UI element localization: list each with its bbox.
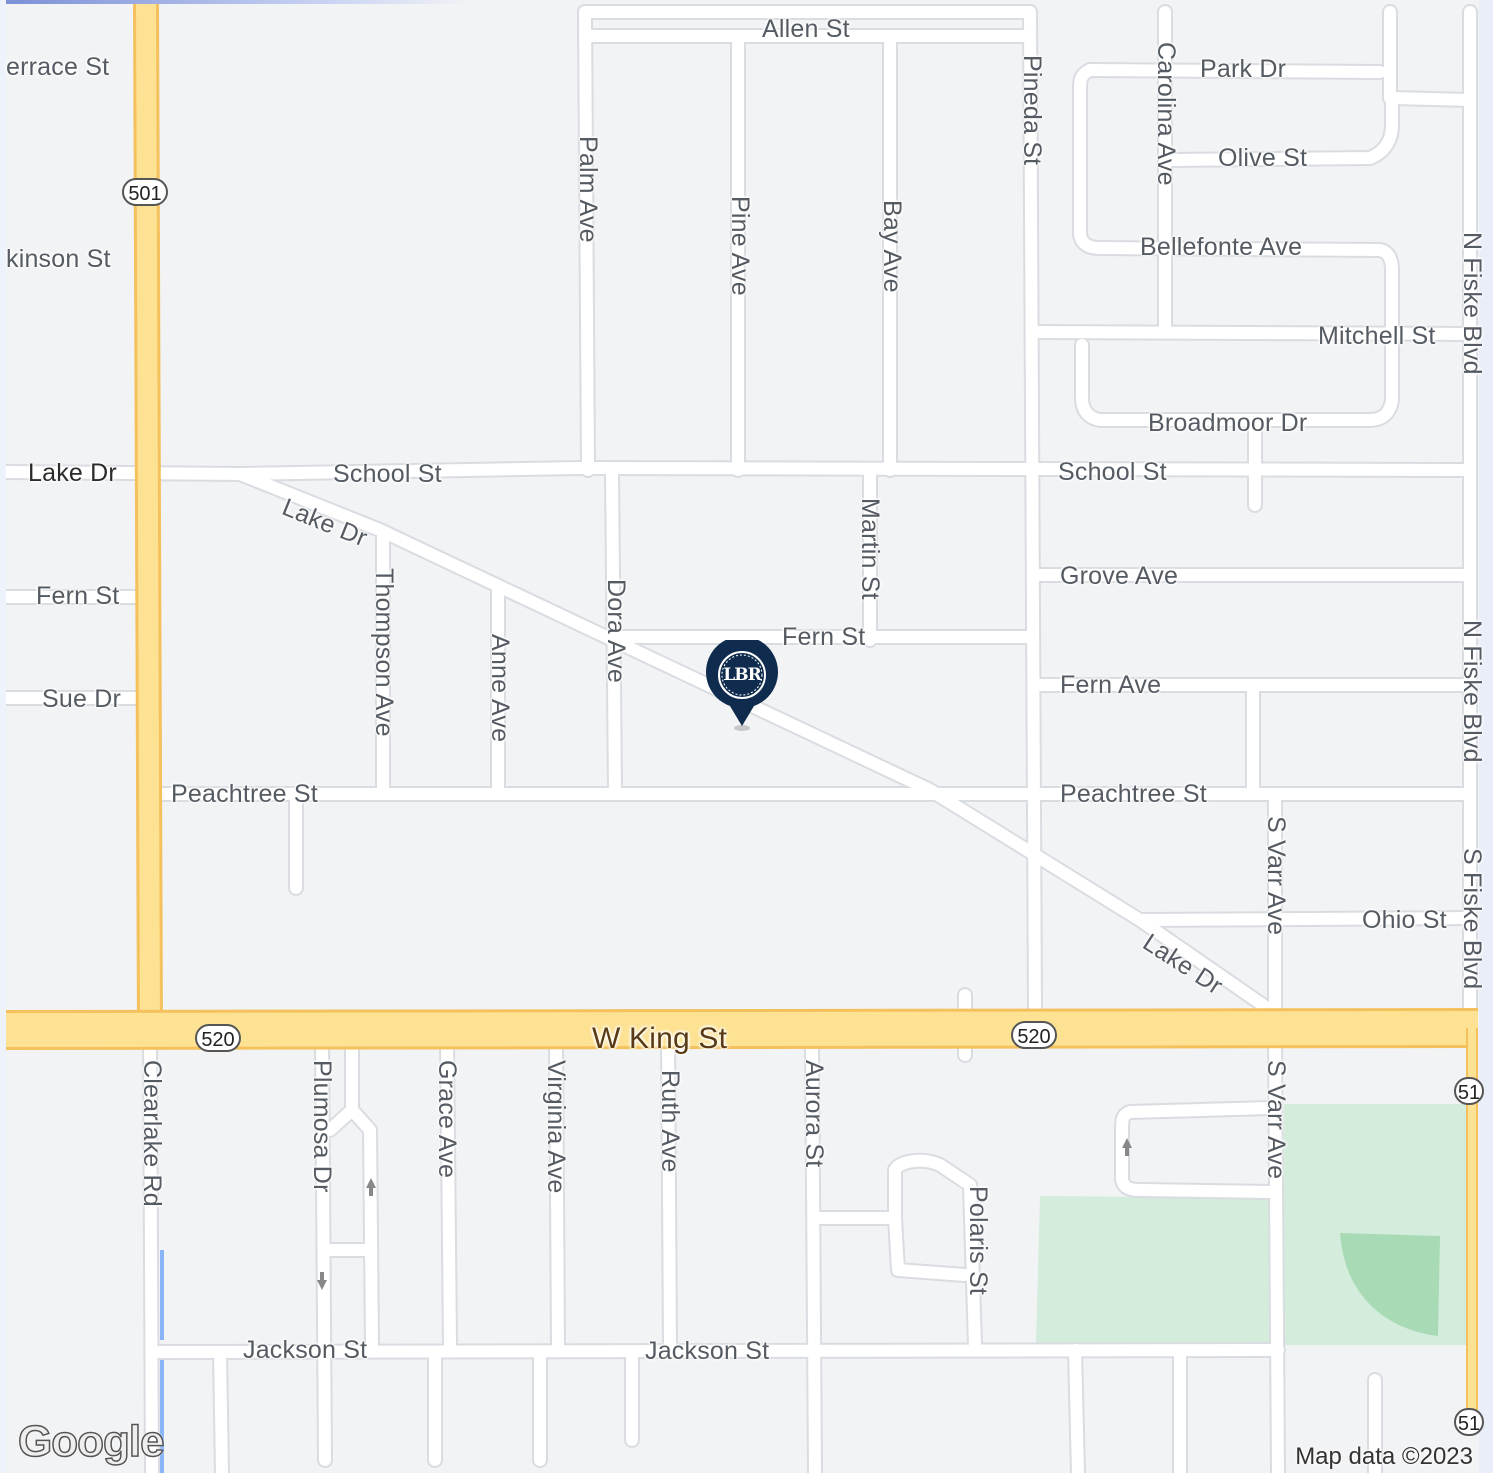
label-grace-ave: Grace Ave bbox=[433, 1060, 461, 1179]
label-n-fiske-blvd-top: N Fiske Blvd bbox=[1458, 232, 1486, 375]
route-shield-520-east: 520 bbox=[1011, 1021, 1057, 1049]
label-carolina-ave: Carolina Ave bbox=[1152, 42, 1180, 186]
label-n-fiske-blvd-mid: N Fiske Blvd bbox=[1458, 620, 1486, 763]
label-clearlake-rd: Clearlake Rd bbox=[138, 1060, 166, 1207]
park-areas bbox=[1036, 1104, 1478, 1345]
label-ruth-ave: Ruth Ave bbox=[656, 1070, 684, 1173]
label-school-st-east: School St bbox=[1058, 458, 1167, 486]
label-fern-st-mid: Fern St bbox=[782, 623, 866, 651]
label-dora-ave: Dora Ave bbox=[602, 579, 630, 683]
highways bbox=[5, 0, 1479, 1410]
label-fern-ave: Fern Ave bbox=[1060, 671, 1162, 699]
label-plumosa-dr: Plumosa Dr bbox=[308, 1060, 336, 1193]
label-kinson-st: kinson St bbox=[6, 245, 111, 273]
route-shield-51-top: 51 bbox=[1454, 1077, 1484, 1105]
label-palm-ave: Palm Ave bbox=[574, 136, 602, 243]
map-copyright[interactable]: Map data ©2023 bbox=[1295, 1443, 1473, 1470]
right-edge-frame bbox=[1479, 0, 1493, 1473]
label-broadmoor-dr: Broadmoor Dr bbox=[1148, 409, 1308, 437]
left-edge-frame bbox=[0, 0, 6, 1473]
label-lake-dr-west: Lake Dr bbox=[28, 459, 117, 487]
label-martin-st: Martin St bbox=[856, 498, 884, 600]
minor-roads bbox=[0, 4, 1478, 1473]
label-s-varr-ave-south: S Varr Ave bbox=[1262, 1060, 1290, 1180]
label-polaris-st: Polaris St bbox=[964, 1186, 992, 1295]
label-grove-ave: Grove Ave bbox=[1060, 562, 1179, 590]
top-edge-gradient bbox=[0, 0, 470, 4]
label-aurora-st: Aurora St bbox=[800, 1060, 828, 1168]
google-logo[interactable]: Google bbox=[17, 1416, 165, 1467]
label-ohio-st: Ohio St bbox=[1362, 906, 1447, 934]
label-w-king-st: W King St bbox=[592, 1022, 728, 1055]
pin-icon bbox=[706, 640, 778, 731]
label-jackson-st-west: Jackson St bbox=[243, 1336, 368, 1364]
label-s-fiske-blvd: S Fiske Blvd bbox=[1458, 848, 1486, 990]
label-s-varr-ave-north: S Varr Ave bbox=[1262, 816, 1290, 936]
one-way-arrows bbox=[317, 1138, 1132, 1290]
label-sue-dr: Sue Dr bbox=[42, 685, 122, 713]
label-peachtree-st-west: Peachtree St bbox=[171, 780, 318, 808]
label-school-st-west: School St bbox=[333, 460, 442, 488]
marker-logo-text: LBR bbox=[723, 665, 761, 685]
label-allen-st: Allen St bbox=[762, 15, 850, 43]
label-bay-ave: Bay Ave bbox=[878, 200, 906, 293]
label-mitchell-st: Mitchell St bbox=[1318, 322, 1436, 350]
location-pin-marker[interactable]: LBR bbox=[704, 640, 780, 732]
route-shield-520-west: 520 bbox=[195, 1024, 241, 1052]
label-terrace-st: errace St bbox=[6, 53, 110, 81]
label-virginia-ave: Virginia Ave bbox=[542, 1060, 570, 1194]
label-pine-ave: Pine Ave bbox=[726, 196, 754, 296]
label-bellefonte-ave: Bellefonte Ave bbox=[1140, 233, 1303, 261]
label-fern-st-west: Fern St bbox=[36, 582, 120, 610]
label-jackson-st-mid: Jackson St bbox=[645, 1337, 770, 1365]
label-thompson-ave: Thompson Ave bbox=[370, 568, 398, 737]
label-peachtree-st-east: Peachtree St bbox=[1060, 780, 1207, 808]
water-canal bbox=[160, 1250, 164, 1473]
label-olive-st: Olive St bbox=[1218, 144, 1308, 172]
label-park-dr: Park Dr bbox=[1200, 55, 1287, 83]
label-anne-ave: Anne Ave bbox=[486, 634, 514, 743]
route-shield-51-bottom: 51 bbox=[1454, 1408, 1484, 1436]
route-shield-501: 501 bbox=[122, 178, 168, 206]
label-pineda-st: Pineda St bbox=[1018, 55, 1046, 166]
